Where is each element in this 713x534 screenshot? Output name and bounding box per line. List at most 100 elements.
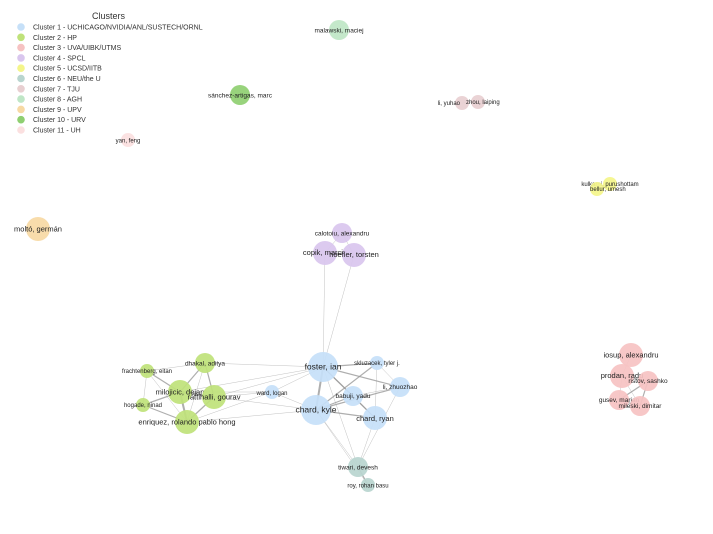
node-bellur[interactable]: bellur, umesh	[590, 182, 626, 196]
node-copik[interactable]: copik, marcin	[303, 241, 347, 265]
node-tiwari[interactable]: tiwari, devesh	[338, 457, 378, 477]
node-circle[interactable]	[195, 353, 215, 373]
legend-item: Cluster 2 - HP	[17, 33, 77, 42]
legend-label: Cluster 9 - UPV	[33, 107, 82, 114]
legend-swatch	[17, 126, 25, 134]
legend-title: Clusters	[92, 11, 126, 21]
node-circle[interactable]	[140, 364, 154, 378]
edge-foster-dhakal	[204, 362, 324, 368]
node-circle[interactable]	[610, 364, 634, 388]
node-circle[interactable]	[308, 352, 338, 382]
node-circle[interactable]	[638, 371, 658, 391]
node-circle[interactable]	[361, 478, 375, 492]
legend-label: Cluster 6 - NEU/the U	[33, 76, 101, 83]
node-label: foster, ian	[305, 362, 342, 372]
legend-label: Cluster 3 - UVA/UIBK/UTMS	[33, 45, 121, 52]
node-circle[interactable]	[168, 380, 192, 404]
edge-foster-milojicic	[179, 366, 324, 393]
edge-copik-foster	[322, 252, 326, 368]
node-ward[interactable]: ward, logan	[255, 385, 288, 399]
node-circle[interactable]	[619, 343, 643, 367]
node-label: moltó, germán	[14, 225, 62, 234]
node-circle[interactable]	[630, 396, 650, 416]
node-circle[interactable]	[363, 406, 387, 430]
legend-item: Cluster 11 - UH	[17, 126, 81, 135]
node-label: hoefler, torsten	[329, 250, 379, 259]
node-milojicic[interactable]: milojicic, dejan	[156, 380, 205, 404]
node-circle[interactable]	[175, 410, 199, 434]
node-prodan[interactable]: prodan, radu	[601, 364, 644, 388]
node-dhakal[interactable]: dhakal, aditya	[185, 353, 225, 373]
node-li_zhuo[interactable]: li, zhuozhao	[383, 377, 418, 397]
legend-item: Cluster 5 - UCSD/IITB	[17, 64, 102, 73]
legend-item: Cluster 6 - NEU/the U	[17, 74, 101, 83]
node-mileski[interactable]: mileski, dimitar	[619, 396, 663, 416]
node-hoefler[interactable]: hoefler, torsten	[329, 243, 379, 267]
node-chard_kyle[interactable]: chard, kyle	[295, 395, 337, 425]
node-circle[interactable]	[348, 457, 368, 477]
legend-item: Cluster 8 - AGH	[17, 95, 82, 104]
node-label: enriquez, rolando pablo hong	[138, 418, 235, 427]
legend-item: Cluster 7 - TJU	[17, 85, 80, 93]
node-malawski[interactable]: malawski, maciej	[314, 20, 364, 40]
node-foster[interactable]: foster, ian	[305, 352, 342, 382]
node-calotoiu[interactable]: calotoiu, alexandru	[315, 223, 370, 243]
node-gusev[interactable]: gusev, marjan	[599, 390, 640, 410]
node-circle[interactable]	[455, 96, 469, 110]
node-label: prodan, radu	[601, 371, 644, 380]
node-label: ristov, sashko	[628, 378, 668, 385]
legend-label: Cluster 4 - SPCL	[33, 55, 86, 62]
node-circle[interactable]	[329, 20, 349, 40]
node-chard_ryan[interactable]: chard, ryan	[356, 406, 394, 430]
legend-swatch	[17, 115, 25, 124]
node-circle[interactable]	[370, 356, 384, 370]
node-circle[interactable]	[342, 243, 366, 267]
node-roy[interactable]: roy, rohan basu	[347, 478, 389, 492]
node-circle[interactable]	[121, 133, 135, 147]
legend-swatch	[17, 64, 25, 72]
node-sanchez[interactable]: sánchez-artigas, marc	[208, 85, 273, 105]
node-hogade[interactable]: hogade, ninad	[124, 398, 162, 412]
node-circle[interactable]	[332, 223, 352, 243]
node-circle[interactable]	[343, 386, 363, 406]
node-rattihalli[interactable]: rattihalli, gourav	[188, 385, 241, 409]
node-label: skluzacek, tyler j.	[354, 361, 400, 367]
legend-label: Cluster 8 - AGH	[33, 97, 82, 104]
node-babuji[interactable]: babuji, yadu	[335, 386, 371, 406]
node-label: copik, marcin	[303, 248, 347, 257]
node-li_yuhao[interactable]: li, yuhao	[438, 96, 469, 110]
node-ristov[interactable]: ristov, sashko	[628, 371, 668, 391]
node-label: chard, ryan	[356, 414, 394, 423]
node-label: rattihalli, gourav	[188, 393, 241, 402]
node-circle[interactable]	[313, 241, 337, 265]
legend-label: Cluster 1 - UCHICAGO/NVIDIA/ANL/SUSTECH/…	[33, 25, 203, 32]
node-circle[interactable]	[390, 377, 410, 397]
legend-label: Cluster 5 - UCSD/IITB	[33, 66, 102, 73]
node-circle[interactable]	[471, 95, 485, 109]
node-label: iosup, alexandru	[603, 351, 658, 360]
legend-swatch	[17, 33, 25, 42]
node-molto[interactable]: moltó, germán	[14, 217, 62, 241]
legend-label: Cluster 10 - URV	[33, 117, 86, 124]
node-zhou[interactable]: zhou, laiping	[466, 95, 500, 109]
node-enriquez[interactable]: enriquez, rolando pablo hong	[138, 410, 236, 434]
node-label: dhakal, aditya	[185, 361, 225, 368]
node-circle[interactable]	[230, 85, 250, 105]
node-circle[interactable]	[301, 395, 331, 425]
node-skluzacek[interactable]: skluzacek, tyler j.	[354, 356, 400, 370]
node-label: gusev, marjan	[599, 397, 640, 404]
node-label: mileski, dimitar	[619, 403, 663, 410]
node-label: kulkarni, purushottam	[581, 182, 638, 188]
node-iosup[interactable]: iosup, alexandru	[603, 343, 659, 367]
node-label: frachtenberg, eitan	[122, 369, 172, 375]
node-circle[interactable]	[590, 182, 604, 196]
node-kulkarni[interactable]: kulkarni, purushottam	[581, 177, 639, 191]
node-circle[interactable]	[603, 177, 617, 191]
node-circle[interactable]	[609, 390, 629, 410]
node-yan[interactable]: yan, feng	[116, 133, 141, 147]
node-circle[interactable]	[136, 398, 150, 412]
node-frachtenberg[interactable]: frachtenberg, eitan	[122, 364, 172, 378]
node-circle[interactable]	[265, 385, 279, 399]
node-circle[interactable]	[26, 217, 50, 241]
node-circle[interactable]	[202, 385, 226, 409]
